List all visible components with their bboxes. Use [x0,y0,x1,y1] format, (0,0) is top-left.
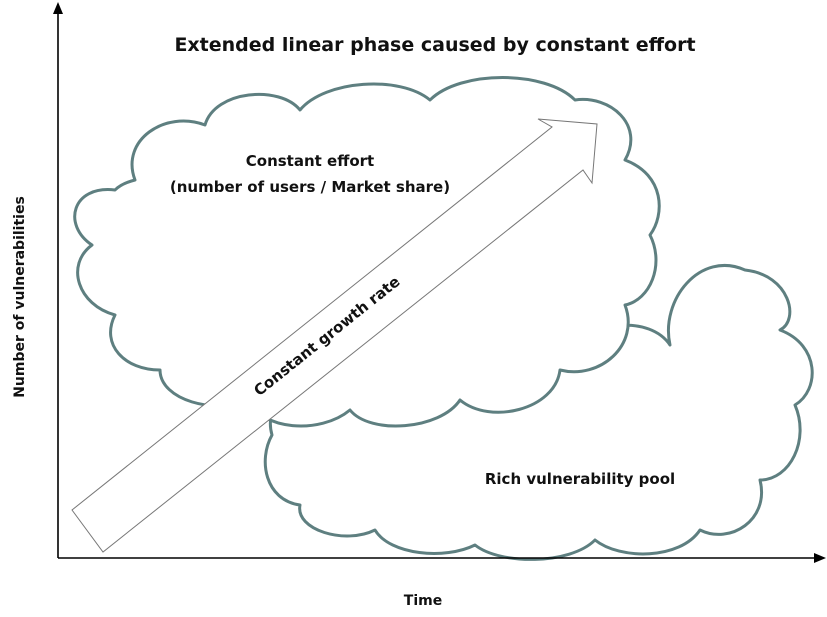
upper-cloud-label-line1: Constant effort [246,152,374,170]
lower-cloud-label: Rich vulnerability pool [485,470,675,488]
y-axis-arrowhead [53,2,63,14]
upper-cloud-label-line2: (number of users / Market share) [170,178,450,196]
diagram-title: Extended linear phase caused by constant… [174,34,695,56]
y-axis-label: Number of vulnerabilities [12,196,28,398]
x-axis-arrowhead [814,553,826,563]
growth-arrow [71,118,598,553]
x-axis-label: Time [404,593,442,609]
